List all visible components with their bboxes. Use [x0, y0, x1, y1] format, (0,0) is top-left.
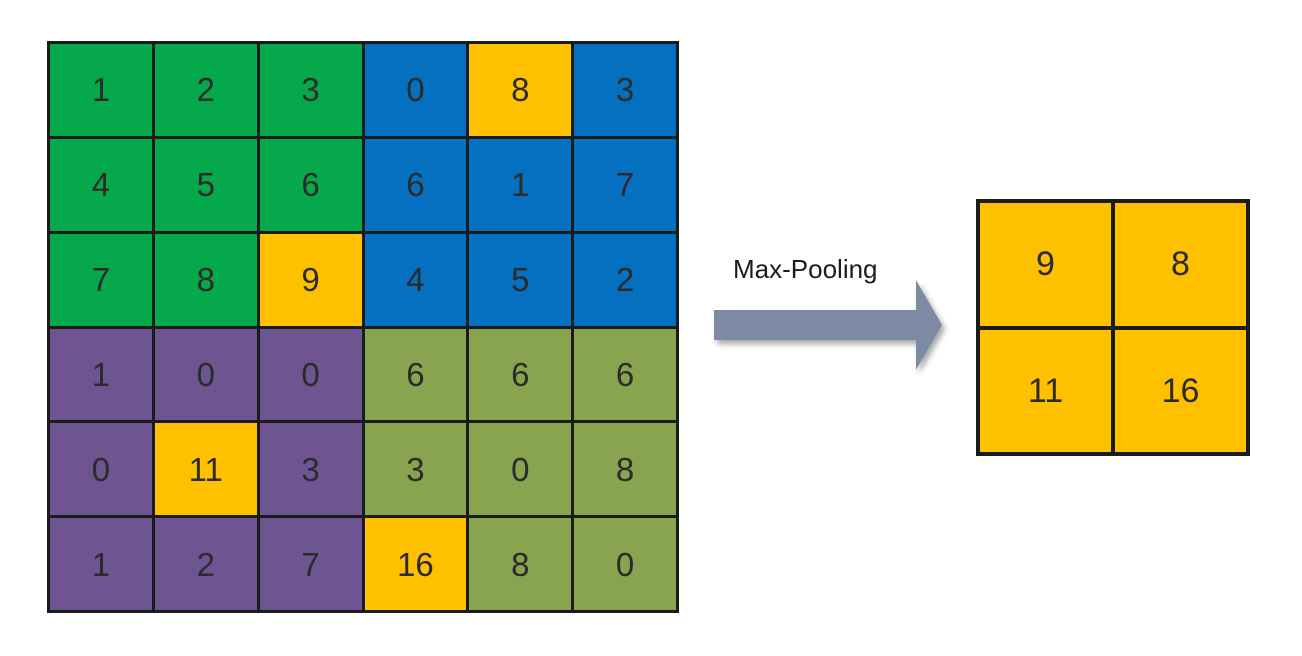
input-cell-3-5: 6 [574, 328, 676, 421]
input-cell-1-0: 4 [50, 138, 152, 231]
input-cell-1-2: 6 [259, 138, 362, 231]
input-cell-0-0: 1 [50, 44, 152, 136]
input-cell-4-2: 3 [259, 423, 362, 516]
input-cell-4-5: 8 [574, 423, 676, 516]
input-cell-1-4: 1 [469, 138, 572, 231]
input-cell-2-0: 7 [50, 233, 152, 326]
input-cell-2-4: 5 [469, 233, 572, 326]
input-cell-3-0: 1 [50, 328, 152, 421]
input-cell-0-2: 3 [259, 44, 362, 136]
input-cell-1-5: 7 [574, 138, 676, 231]
output-cell-0-0: 9 [980, 203, 1111, 326]
output-cell-1-0: 11 [980, 329, 1111, 452]
input-cell-5-4: 8 [469, 518, 572, 610]
input-cell-0-4: 8 [469, 44, 572, 136]
input-cell-4-4: 0 [469, 423, 572, 516]
right-arrow-icon [714, 280, 942, 370]
input-cell-1-1: 5 [154, 138, 257, 231]
input-cell-2-2: 9 [259, 233, 362, 326]
max-pooling-label: Max-Pooling [733, 254, 878, 284]
input-cell-4-1: 11 [154, 423, 257, 516]
input-cell-0-5: 3 [574, 44, 676, 136]
input-cell-3-2: 0 [259, 328, 362, 421]
input-cell-5-0: 1 [50, 518, 152, 610]
input-cell-0-3: 0 [364, 44, 467, 136]
input-cell-2-5: 2 [574, 233, 676, 326]
input-cell-4-3: 3 [364, 423, 467, 516]
input-cell-2-1: 8 [154, 233, 257, 326]
input-cell-5-2: 7 [259, 518, 362, 610]
input-cell-1-3: 6 [364, 138, 467, 231]
input-cell-4-0: 0 [50, 423, 152, 516]
input-cell-5-3: 16 [364, 518, 467, 610]
output-cell-0-1: 8 [1115, 203, 1246, 326]
input-cell-2-3: 4 [364, 233, 467, 326]
input-cell-3-3: 6 [364, 328, 467, 421]
input-cell-5-1: 2 [154, 518, 257, 610]
input-cell-3-1: 0 [154, 328, 257, 421]
input-cell-3-4: 6 [469, 328, 572, 421]
input-cell-5-5: 0 [574, 518, 676, 610]
arrow-shape [714, 280, 942, 370]
input-cell-0-1: 2 [154, 44, 257, 136]
output-cell-1-1: 16 [1115, 329, 1246, 452]
